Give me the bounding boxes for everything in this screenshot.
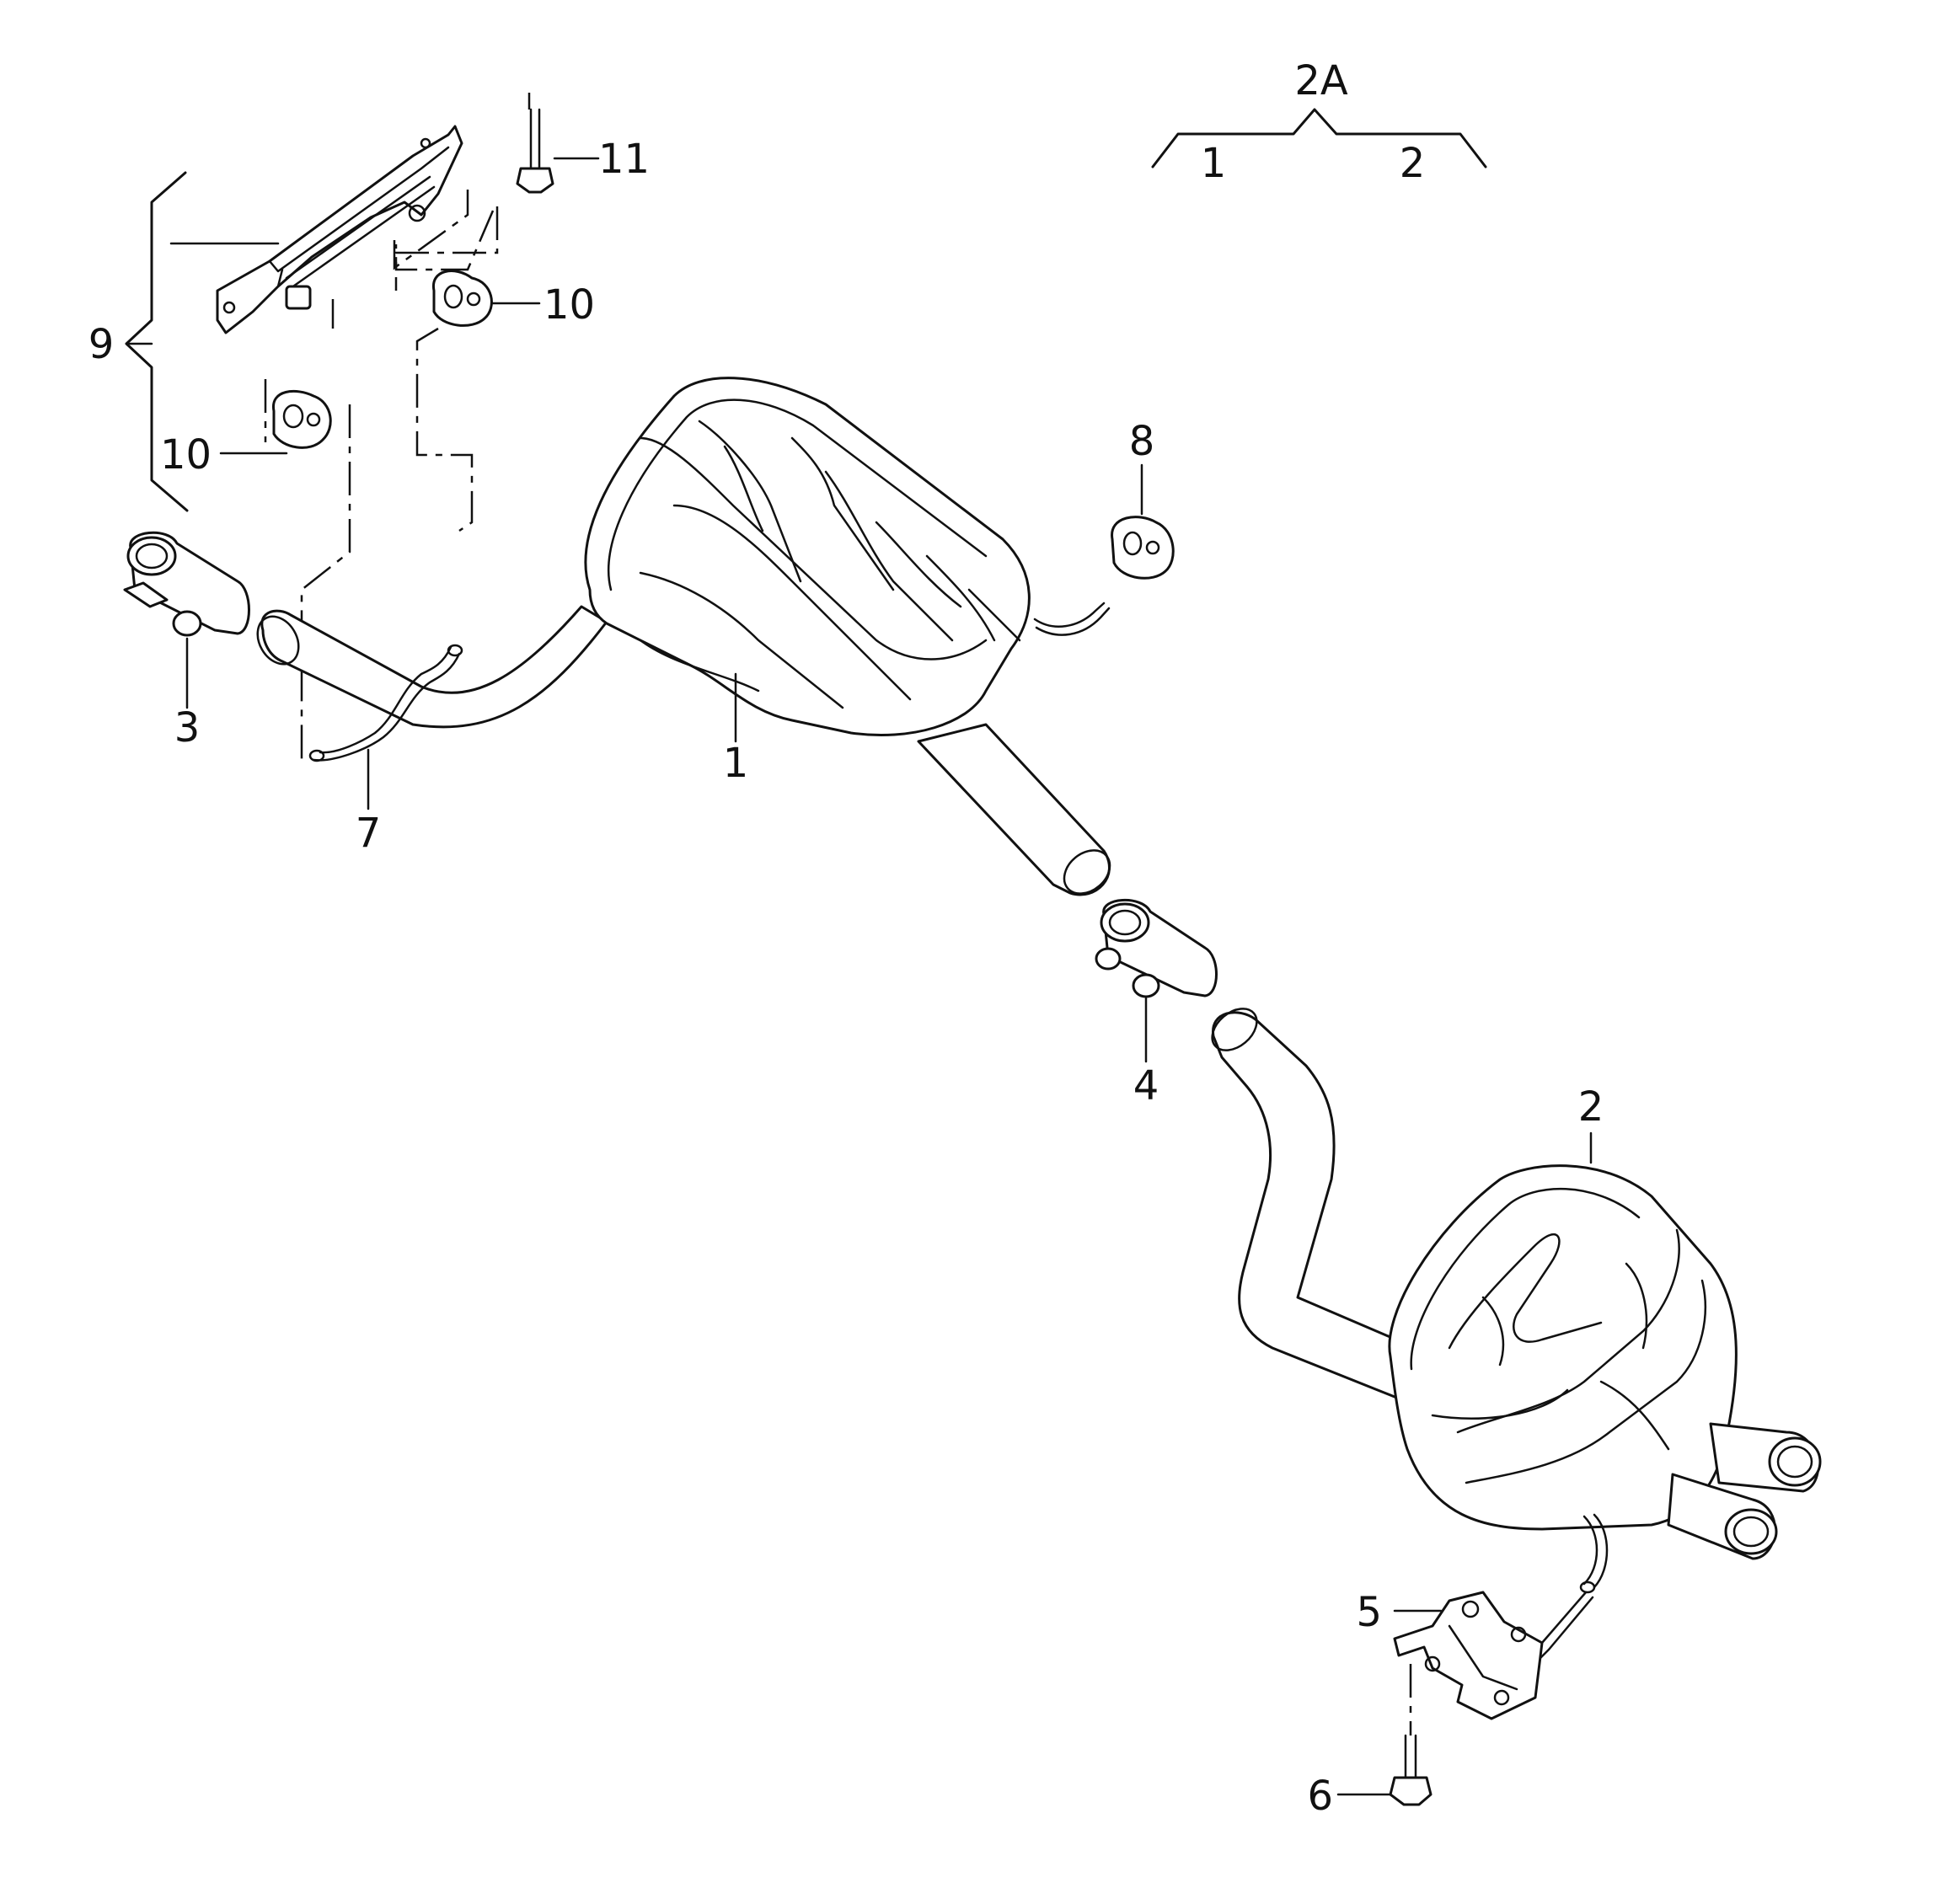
callout-8: 8 xyxy=(1129,418,1155,465)
group-bracket-2a: 2A 1 2 xyxy=(1151,57,1487,187)
crossmember-bracket xyxy=(125,125,469,512)
group-item-1: 1 xyxy=(1201,140,1227,187)
callout-1: 1 xyxy=(723,740,749,787)
rear-silencer-2: 2 xyxy=(1211,1008,1822,1660)
rubber-mount-10-lower: 10 xyxy=(160,379,351,767)
group-label-2a: 2A xyxy=(1294,57,1348,104)
callout-4: 4 xyxy=(1133,1062,1159,1110)
bolt-6: 6 xyxy=(1307,1664,1433,1820)
rubber-mount-8: 8 xyxy=(1111,418,1175,580)
callout-3: 3 xyxy=(174,704,201,751)
callout-10-lower: 10 xyxy=(160,431,212,479)
callout-10-upper: 10 xyxy=(544,281,595,329)
group-item-2: 2 xyxy=(1400,140,1426,187)
callout-9: 9 xyxy=(88,321,115,368)
callout-11: 11 xyxy=(598,136,650,183)
front-silencer-1: 7 1 xyxy=(256,377,1111,896)
bolt-11: 11 xyxy=(394,93,650,271)
callout-6: 6 xyxy=(1307,1773,1333,1820)
rubber-mount-10-upper: 10 xyxy=(394,206,595,532)
callout-5: 5 xyxy=(1356,1589,1382,1636)
clamp-3: 3 xyxy=(123,531,250,751)
callout-7: 7 xyxy=(356,810,382,857)
mounting-bracket-5: 5 xyxy=(1356,1589,1544,1720)
callout-2: 2 xyxy=(1578,1083,1604,1131)
clamp-4: 4 xyxy=(1095,899,1218,1110)
